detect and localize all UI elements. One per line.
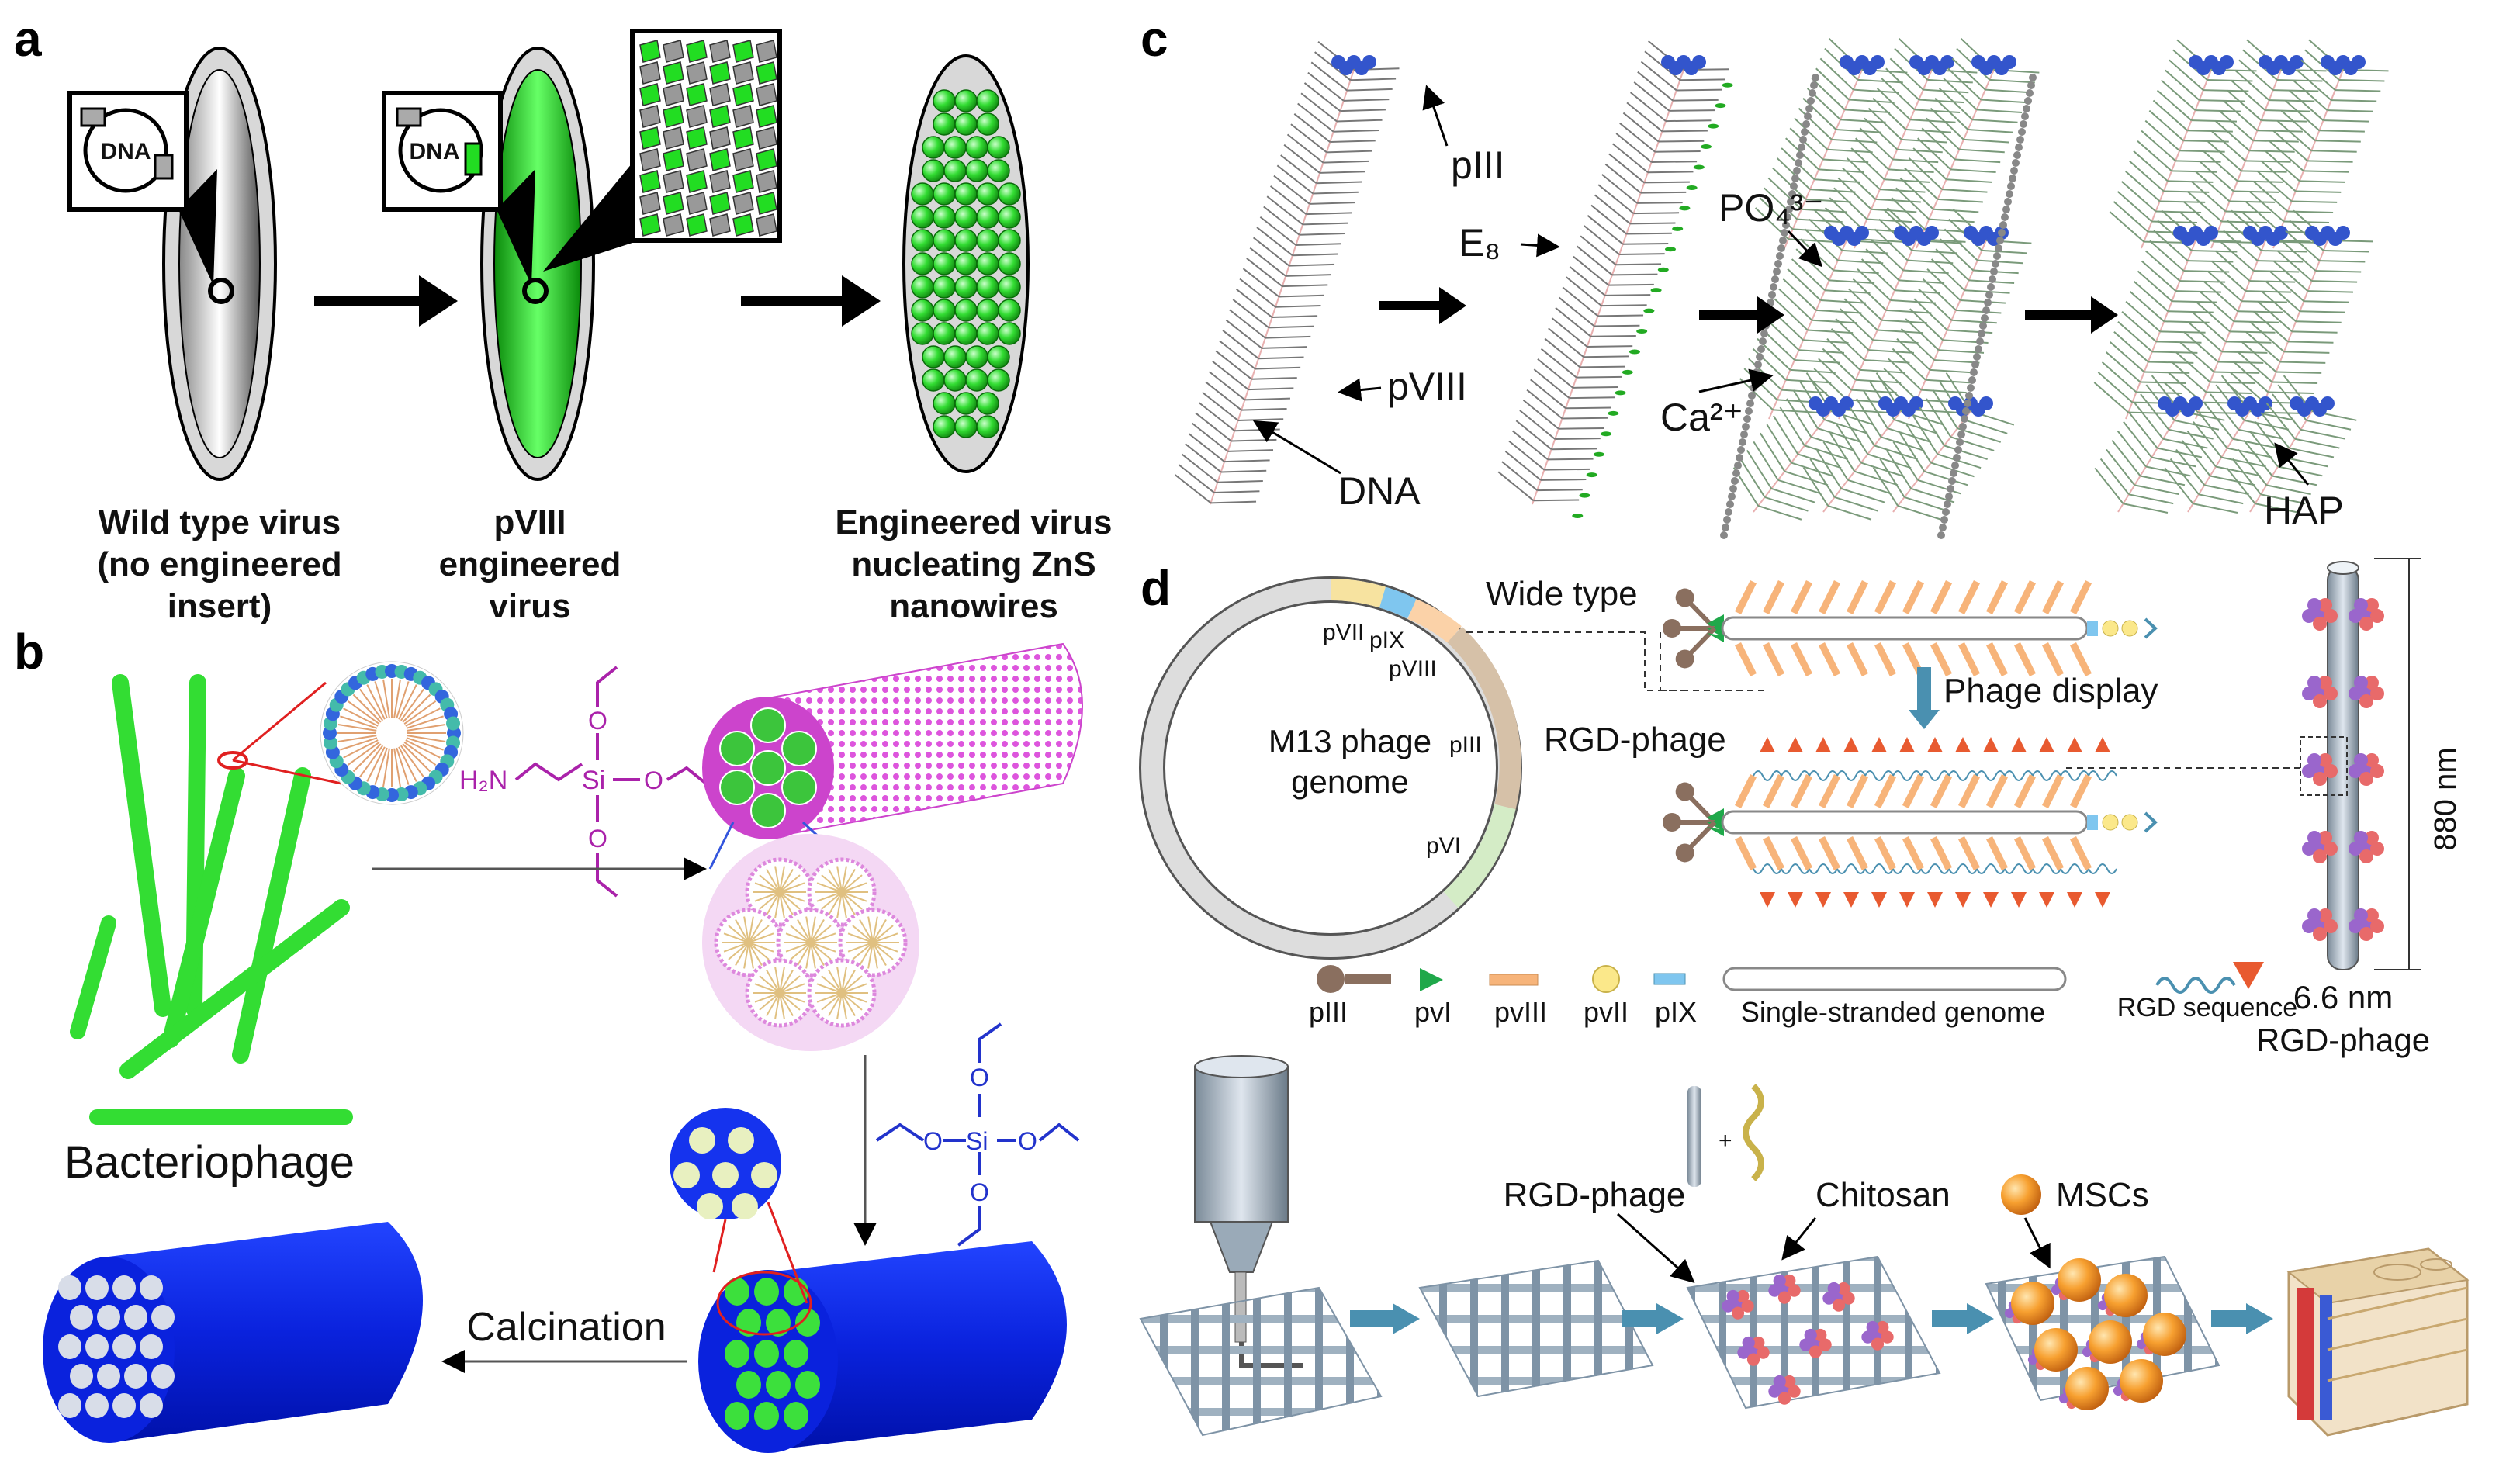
phage-display-label: Phage display	[1944, 672, 2158, 710]
svg-text:pvII: pvII	[1584, 996, 1629, 1028]
scaffold-cells	[1985, 1255, 2220, 1410]
mesoporous-rod-top	[702, 642, 1083, 839]
svg-text:+: +	[1719, 1128, 1732, 1154]
pviii-engineered-virus: DNA	[382, 29, 782, 481]
svg-text:O: O	[1018, 1127, 1037, 1155]
msc-icon	[2001, 1174, 2041, 1215]
calcination-label: Calcination	[466, 1305, 666, 1350]
svg-text:Single-stranded genome: Single-stranded genome	[1741, 996, 2045, 1028]
svg-text:Engineered virus: Engineered virus	[835, 503, 1112, 541]
scaffold-2	[1418, 1259, 1654, 1398]
phage-filament-2	[1497, 40, 1733, 519]
rgd-phage-label: RGD-phage	[1544, 721, 1726, 759]
rgd-phage-rod	[2064, 561, 2384, 970]
wild-type-virus: DNA	[67, 47, 277, 481]
micelle-zoom	[320, 661, 464, 805]
caption-pviii: pVIII engineered virus	[439, 503, 621, 625]
svg-text:O: O	[644, 766, 663, 794]
svg-text:Wild type virus: Wild type virus	[99, 503, 341, 541]
chitosan-label: Chitosan	[1815, 1176, 1950, 1214]
bacteriophage-rods	[70, 674, 350, 1079]
pviii-label: pVIII	[1387, 365, 1467, 408]
svg-text:M13 phage: M13 phage	[1269, 723, 1431, 759]
svg-text:pVIII: pVIII	[494, 503, 566, 541]
svg-text:nucleating ZnS: nucleating ZnS	[851, 545, 1096, 583]
zoom-marker	[217, 751, 248, 770]
svg-text:H₂N: H₂N	[459, 766, 507, 795]
panel-label-b: b	[14, 624, 44, 680]
rgd-phage-caption: RGD-phage	[2256, 1022, 2430, 1058]
svg-text:Si: Si	[966, 1127, 988, 1155]
ca-label: Ca²⁺	[1660, 396, 1743, 439]
svg-text:pIX: pIX	[1655, 996, 1697, 1028]
po4-label: PO₄³⁻	[1719, 186, 1824, 230]
silica-rod-calcined	[43, 1222, 423, 1443]
hap-bundle	[2093, 39, 2389, 514]
legend: pIII pvI pvIII pvII pIX Single-stranded …	[1309, 962, 2297, 1028]
svg-text:nanowires: nanowires	[889, 587, 1058, 625]
wide-type-label: Wide type	[1486, 575, 1638, 613]
svg-text:pIII: pIII	[1309, 996, 1348, 1028]
panel-label-a: a	[14, 11, 42, 67]
micelle-cluster	[702, 834, 919, 1051]
width-label: 6.6 nm	[2293, 979, 2393, 1015]
dna-label-2: DNA	[410, 139, 460, 164]
phage-filament-1	[1174, 40, 1400, 505]
arrowhead-a1	[419, 275, 458, 327]
bacteriophage-label: Bacteriophage	[64, 1137, 355, 1188]
panel-label-c: c	[1141, 11, 1168, 67]
svg-text:genome: genome	[1291, 763, 1409, 800]
svg-text:pvI: pvI	[1414, 996, 1452, 1028]
rgd-phage-bottom-label: RGD-phage	[1504, 1176, 1686, 1214]
svg-text:pVI: pVI	[1426, 833, 1461, 859]
svg-text:pVIII: pVIII	[1389, 656, 1437, 682]
panel-b: b H₂N Si O O O	[14, 624, 1083, 1453]
piii-label: pIII	[1451, 144, 1504, 187]
wide-type-phage	[1663, 579, 2158, 677]
svg-text:O: O	[970, 1064, 989, 1091]
rgd-phage-display	[1663, 737, 2158, 908]
panel-d: d M13 phage genome pVII pIX pVIII pIII p…	[1139, 558, 2470, 1437]
arrowhead-a2	[842, 275, 881, 327]
svg-text:Si: Si	[582, 766, 605, 795]
phage-bundle	[1720, 38, 2040, 539]
scaffold-1	[1139, 1286, 1383, 1437]
panel-label-d: d	[1141, 560, 1171, 616]
svg-text:O: O	[970, 1178, 989, 1206]
mscs-label: MSCs	[2056, 1176, 2149, 1214]
m13-genome-plasmid: M13 phage genome pVII pIX pVIII pIII pVI	[1139, 576, 1522, 960]
dna-label-1: DNA	[101, 139, 151, 164]
svg-text:pVII: pVII	[1323, 620, 1364, 645]
aptes-molecule: H₂N Si O O O	[459, 666, 708, 898]
zns-nanowire-virus	[902, 54, 1030, 473]
svg-text:engineered: engineered	[439, 545, 621, 583]
bone-section	[2286, 1247, 2470, 1437]
caption-engineered: Engineered virus nucleating ZnS nanowire…	[835, 503, 1112, 625]
svg-text:(no engineered: (no engineered	[97, 545, 341, 583]
svg-text:O: O	[588, 707, 607, 735]
svg-text:pIII: pIII	[1449, 732, 1482, 758]
caption-wild-type: Wild type virus (no engineered insert)	[97, 503, 341, 625]
panel-c: c pIII E₈ pVIII DNA PO₄³⁻ Ca²⁺ HAP	[1141, 11, 2389, 539]
svg-text:O: O	[923, 1127, 943, 1155]
e8-label: E₈	[1459, 221, 1500, 265]
silica-rod-bottom-right	[670, 1108, 1067, 1453]
panel-a: a DNA DNA	[14, 11, 1113, 625]
teos-molecule: O Si O O O	[875, 1022, 1080, 1247]
scaffold-rgd-chitosan: +	[1686, 1084, 1941, 1410]
svg-text:pvIII: pvIII	[1494, 996, 1547, 1028]
length-label: 880 nm	[2428, 747, 2463, 850]
hap-label: HAP	[2264, 489, 2344, 532]
svg-text:O: O	[588, 825, 607, 853]
svg-text:RGD sequence: RGD sequence	[2117, 993, 2297, 1022]
svg-text:pIX: pIX	[1369, 628, 1404, 653]
svg-text:virus: virus	[489, 587, 570, 625]
svg-text:insert): insert)	[168, 587, 272, 625]
dna-label-c: DNA	[1338, 469, 1421, 513]
